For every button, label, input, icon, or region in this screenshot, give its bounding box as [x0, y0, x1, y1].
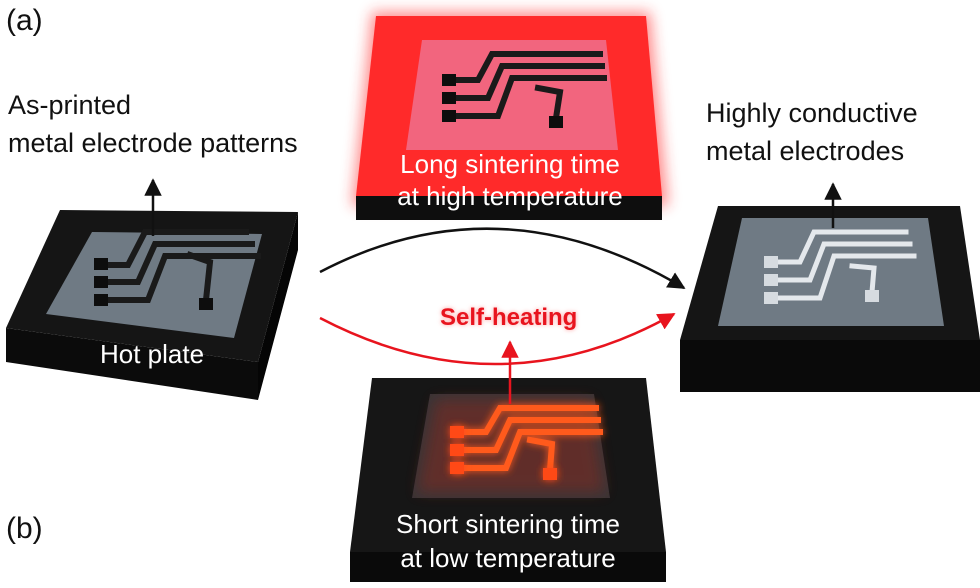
top-plate-front — [356, 196, 662, 220]
right-electrode-pattern — [769, 229, 917, 301]
bottom-substrate-glow — [418, 400, 604, 492]
top-electrode-pattern — [447, 51, 607, 122]
bottom-electrode-pattern — [455, 405, 603, 474]
top-electrode-pads — [442, 74, 563, 128]
right-caption-line2: metal electrodes — [706, 136, 905, 166]
left-device-label: Hot plate — [100, 339, 205, 369]
self-heating-label: Self-heating — [440, 304, 578, 331]
top-device-label-line2: at high temperature — [397, 181, 623, 211]
bottom-device-label-line1: Short sintering time — [396, 509, 620, 539]
right-electrode-pads — [764, 256, 879, 304]
left-plate-side — [6, 328, 258, 400]
left-caption-line1: As-printed — [8, 90, 132, 120]
left-device — [6, 210, 298, 400]
top-device — [352, 12, 668, 220]
bottom-electrode-pads — [450, 426, 557, 480]
left-caption-line2: metal electrode patterns — [8, 128, 298, 158]
left-electrode-pattern — [99, 229, 261, 304]
right-plate-front — [680, 340, 980, 392]
panel-label-a: (a) — [6, 4, 43, 37]
panel-label-b: (b) — [6, 512, 43, 545]
bottom-device — [350, 378, 666, 582]
right-device — [680, 206, 980, 392]
top-device-label-line1: Long sintering time — [400, 149, 620, 179]
bottom-plate-front — [350, 552, 666, 582]
right-caption-line1: Highly conductive — [706, 98, 918, 128]
red-process-arrow — [319, 312, 676, 366]
left-plate-side-front — [258, 212, 298, 400]
black-process-arrow — [319, 227, 686, 290]
bottom-device-label-line2: at low temperature — [400, 543, 616, 573]
left-electrode-pads — [94, 258, 213, 310]
